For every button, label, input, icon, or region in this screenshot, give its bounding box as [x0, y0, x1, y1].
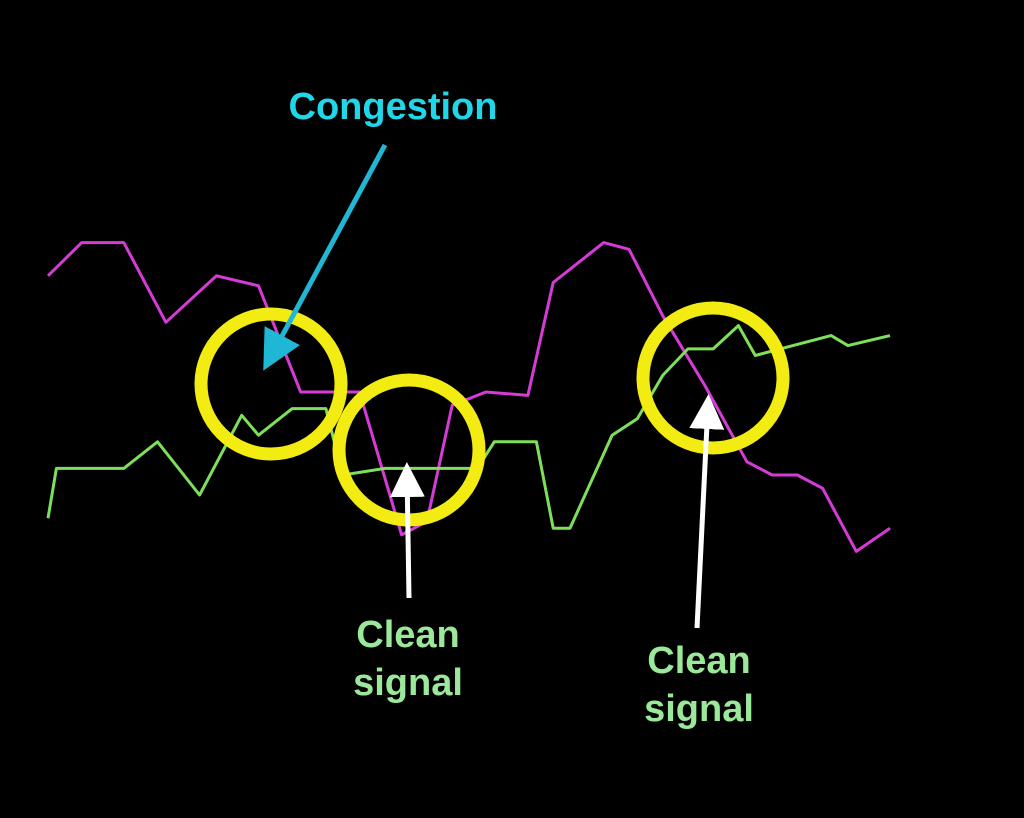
clean-signal-label-1-line2: signal [353, 661, 463, 704]
series-line-2 [46, 324, 891, 530]
congestion-arrow [263, 143, 388, 371]
clean-signal-label-2-line2: signal [644, 687, 754, 730]
clean-signal-label-1-line1: Clean [356, 614, 460, 656]
clean-signal-arrow-1 [389, 462, 425, 599]
clean-signal-highlight-circle-2 [636, 301, 790, 455]
clean-signal-label-1: Clean signal [323, 612, 493, 707]
congestion-label: Congestion [288, 86, 498, 128]
series-layer [46, 241, 891, 553]
series-line-1 [46, 241, 891, 553]
clean-signal-label-2-line1: Clean [647, 640, 751, 682]
clean-signal-label-2: Clean signal [614, 638, 784, 733]
congestion-highlight-circle [194, 307, 348, 461]
clean-signal-arrow-2 [689, 394, 725, 629]
